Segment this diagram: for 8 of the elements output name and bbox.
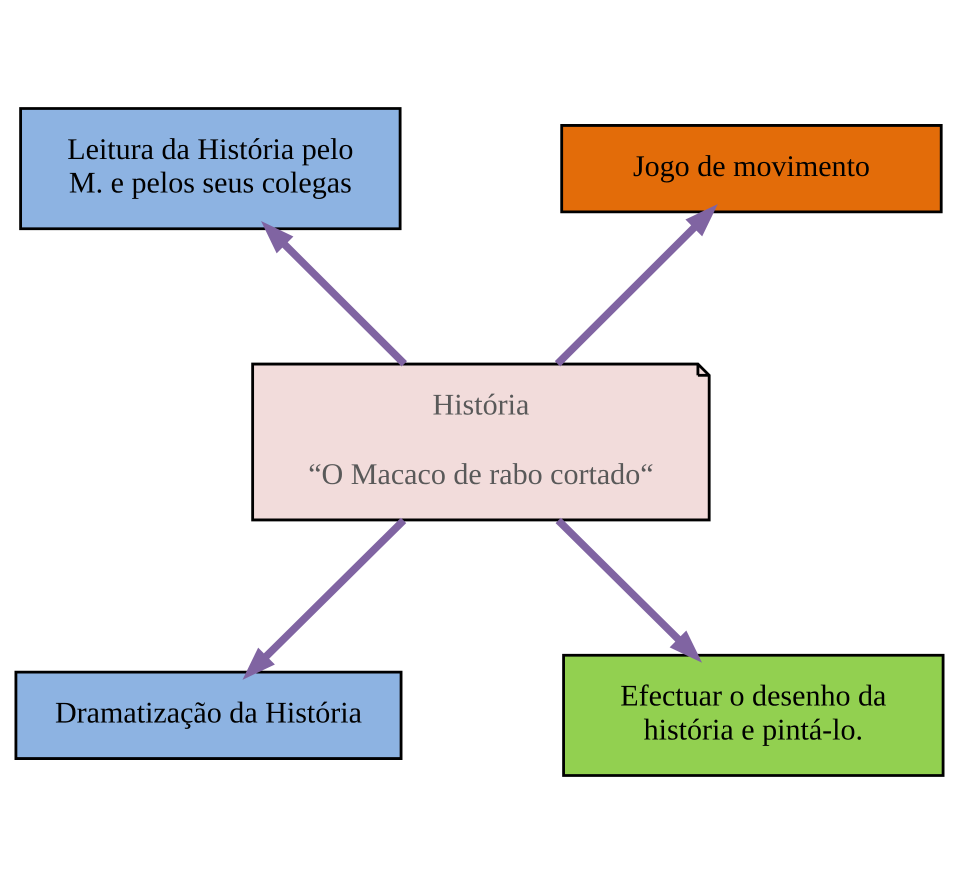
- arrow: [554, 204, 718, 366]
- arrow: [556, 518, 702, 663]
- arrow: [261, 221, 407, 366]
- node-box: Jogo de movimento: [560, 124, 943, 214]
- node-box: Dramatização da História: [14, 670, 402, 760]
- node-box: Leitura da História pelo M. e pelos seus colegas: [19, 107, 402, 230]
- node-box: Efectuar o desenho da história e pintá-lo.: [562, 654, 944, 777]
- arrow: [242, 518, 406, 680]
